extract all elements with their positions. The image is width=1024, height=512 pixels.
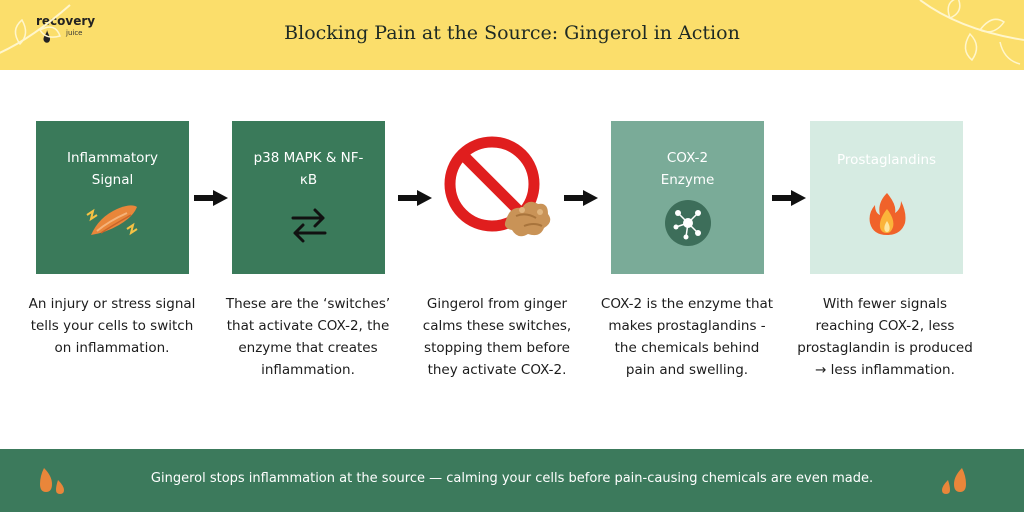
step-description: Gingerol from ginger calms these switche… — [422, 296, 572, 378]
step-box-inflammatory-signal: Inflammatory Signal — [36, 121, 189, 274]
arrow-right-icon — [398, 190, 432, 206]
header-banner: recovery juice Blocking Pain at the Sour… — [0, 0, 1024, 70]
step-label: COX-2 Enzyme — [660, 150, 715, 188]
step-description: These are the ‘switches’ that activate C… — [225, 296, 391, 378]
footer-banner: Gingerol stops inflammation at the sourc… — [0, 449, 1024, 512]
step-box-cox2-enzyme: COX-2 Enzyme — [611, 121, 764, 274]
leaf-decoration-left-icon — [0, 4, 71, 54]
brand-sub: juice — [66, 29, 83, 37]
step-label: p38 MAPK & NF-κB — [253, 150, 364, 188]
switch-arrows-icon — [291, 208, 326, 243]
page-title: Blocking Pain at the Source: Gingerol in… — [284, 22, 740, 44]
step-description: With fewer signals reaching COX-2, less … — [797, 296, 973, 378]
step-box-prostaglandins: Prostaglandins — [810, 121, 963, 274]
orange-drops-icon — [942, 468, 966, 494]
step-description: An injury or stress signal tells your ce… — [28, 296, 196, 356]
footer-message: Gingerol stops inflammation at the sourc… — [150, 471, 874, 486]
brand-name: recovery — [36, 14, 96, 28]
orange-drops-icon — [40, 468, 64, 494]
inflamed-muscle-icon — [85, 205, 138, 236]
no-symbol-ginger-icon — [444, 136, 551, 237]
ginger-root-icon — [504, 201, 551, 237]
arrow-right-icon — [194, 190, 228, 206]
enzyme-molecule-icon — [664, 200, 711, 246]
leaf-decoration-right-icon — [919, 0, 1024, 65]
flame-icon — [869, 193, 905, 235]
arrow-right-icon — [772, 190, 806, 206]
step-description: COX-2 is the enzyme that makes prostagla… — [600, 296, 774, 378]
step-label: Prostaglandins — [836, 152, 937, 168]
arrow-right-icon — [564, 190, 598, 206]
step-label: Inflammatory Signal — [67, 150, 158, 188]
step-box-p38-mapk: p38 MAPK & NF-κB — [232, 121, 385, 274]
